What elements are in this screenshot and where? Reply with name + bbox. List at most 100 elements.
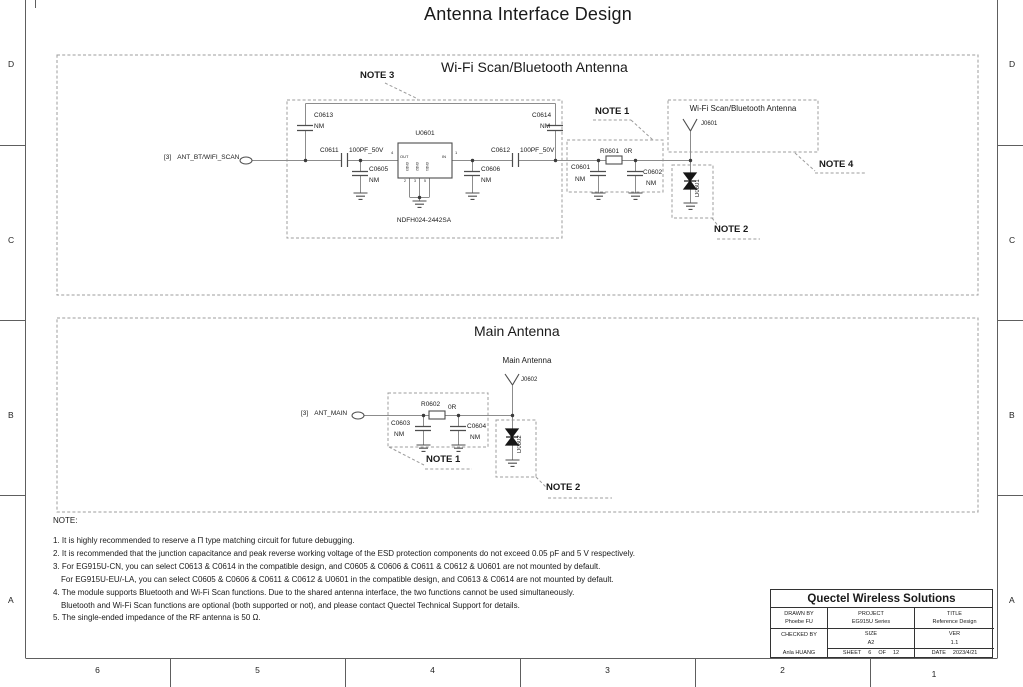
wifi-section-title: Wi-Fi Scan/Bluetooth Antenna <box>441 59 628 75</box>
border-col-2: 2 <box>780 665 785 675</box>
sheet-label: SHEET <box>842 650 862 657</box>
cap-c0614-value: NM <box>540 123 551 130</box>
title-block-company: Quectel Wireless Solutions <box>771 590 992 608</box>
wifi-antenna-box <box>667 99 819 153</box>
antenna-symbols <box>504 118 698 386</box>
cap-c0604-ref: C0604 <box>467 423 487 430</box>
note-item-5: 5. The single-ended impedance of the RF … <box>53 613 261 623</box>
note-item-2: 2. It is recommended that the junction c… <box>53 548 635 558</box>
note-item-1: 1. It is highly recommended to reserve a… <box>53 536 355 545</box>
main-note2-label: NOTE 2 <box>546 482 581 493</box>
cap-c0601-value: NM <box>575 176 586 183</box>
filter-u0601-body <box>397 142 453 179</box>
cap-c0601-ref: C0601 <box>571 164 591 171</box>
cap-c0606-ref: C0606 <box>481 166 501 173</box>
res-r0602-ref: R0602 <box>421 401 441 408</box>
wifi-note3-label: NOTE 3 <box>360 70 395 81</box>
border-row-c-right: C <box>1009 235 1016 245</box>
border-col-6: 6 <box>95 665 100 675</box>
u0601-pin-in-number: 1 <box>455 150 458 155</box>
esd-diode-symbols <box>504 172 698 446</box>
u0601-gnd1-label: GND1 <box>425 162 430 171</box>
note-item-3: 3. For EG915U-CN, you can select C0613 &… <box>53 561 601 571</box>
wires <box>252 103 691 460</box>
wifi-filter-box <box>286 99 563 239</box>
checked-by-value: Anla HUANG <box>782 649 816 656</box>
esd-d0601-ref: D0601 <box>695 179 701 197</box>
border-col-1: 1 <box>931 669 937 679</box>
main-section-title: Main Antenna <box>474 323 560 339</box>
cap-c0611-value: 100PF_50V <box>349 147 384 154</box>
title-block-project-cell: PROJECT EG915U Series <box>828 608 915 629</box>
border-row-b-left: B <box>8 410 14 420</box>
main-section-box <box>56 317 979 513</box>
cap-c0611-ref: C0611 <box>320 147 339 154</box>
title-block-title-cell: TITLE Reference Design <box>915 608 994 629</box>
border-col-3: 3 <box>605 665 610 675</box>
border-row-c-left: C <box>8 235 15 245</box>
u0601-gnd-pin-number-1: 2 <box>404 179 406 183</box>
wifi-note2-label: NOTE 2 <box>714 224 749 235</box>
note-item-3b: For EG915U-EU/-LA, you can select C0605 … <box>61 574 614 584</box>
main-antenna-label: Main Antenna <box>502 356 552 365</box>
size-value: A2 <box>867 639 875 646</box>
notes-block: NOTE: 1. It is highly recommended to res… <box>53 517 635 625</box>
sheet-of-label: OF <box>878 650 886 657</box>
date-label: DATE <box>931 650 946 657</box>
wifi-note1-label: NOTE 1 <box>595 106 630 117</box>
u0601-pin-out-label: OUT <box>400 154 409 159</box>
ground-symbols <box>353 192 698 467</box>
notes-heading: NOTE: <box>53 516 78 525</box>
cap-c0606-value: NM <box>481 177 492 184</box>
title-block-checked-by-cell: CHECKED BY Anla HUANG <box>771 629 828 658</box>
res-r0602-value: 0R <box>448 404 457 411</box>
border-row-d-left: D <box>8 59 15 69</box>
border-row-a-right: A <box>1009 595 1015 605</box>
drawn-by-value: Phoebe FU <box>785 619 813 626</box>
date-value: 2023/4/21 <box>952 650 978 657</box>
title-label: TITLE <box>947 610 962 617</box>
sheet-total: 12 <box>892 650 900 657</box>
title-block-drawn-by-cell: DRAWN BY Phoebe FU <box>771 608 828 629</box>
ver-label: VER <box>948 631 961 638</box>
title-value: Reference Design <box>932 619 977 626</box>
note-leader-lines <box>384 82 866 499</box>
net-label-ant-main: [3]ANT_MAIN <box>301 410 348 418</box>
main-note1-label: NOTE 1 <box>426 454 461 465</box>
main-esd-box <box>495 419 537 478</box>
wifi-note4-label: NOTE 4 <box>819 159 854 170</box>
net-name: ANT_BT/WIFI_SCAN <box>177 154 240 161</box>
border-col-4: 4 <box>430 665 435 675</box>
main-matching-box <box>387 392 489 448</box>
cap-c0613-value: NM <box>314 123 325 130</box>
filter-u0601-ref: U0601 <box>415 130 435 137</box>
checked-by-label: CHECKED BY <box>781 632 817 638</box>
u0601-gnd-pin-number-3: 5 <box>424 179 426 183</box>
wifi-esd-box <box>671 164 714 219</box>
size-label: SIZE <box>864 631 878 638</box>
cap-c0603-value: NM <box>394 431 405 438</box>
project-label: PROJECT <box>858 610 884 617</box>
antenna-j0601-ref: J0601 <box>701 121 718 127</box>
sheet-number: 6 <box>868 650 872 657</box>
wifi-antenna-box-label: Wi-Fi Scan/Bluetooth Antenna <box>689 104 797 113</box>
cap-c0612-ref: C0612 <box>491 147 511 154</box>
antenna-j0602-ref: J0602 <box>521 377 538 383</box>
project-value: EG915U Series <box>851 619 891 626</box>
cap-c0605-ref: C0605 <box>369 166 389 173</box>
capacitor-plates <box>297 124 643 432</box>
net-name: ANT_MAIN <box>314 410 348 417</box>
offpage-connectors <box>239 156 365 420</box>
wifi-matching-box <box>566 139 664 193</box>
page-title: Antenna Interface Design <box>424 4 632 24</box>
border-col-5: 5 <box>255 665 260 675</box>
title-block-sheet-row: SHEET 6 OF 12 <box>828 649 915 658</box>
u0601-gnd3-label: GND3 <box>405 162 410 171</box>
cap-c0603-ref: C0603 <box>391 420 411 427</box>
border-row-b-right: B <box>1009 410 1015 420</box>
cap-c0605-value: NM <box>369 177 380 184</box>
cap-c0602-value: NM <box>646 180 657 187</box>
